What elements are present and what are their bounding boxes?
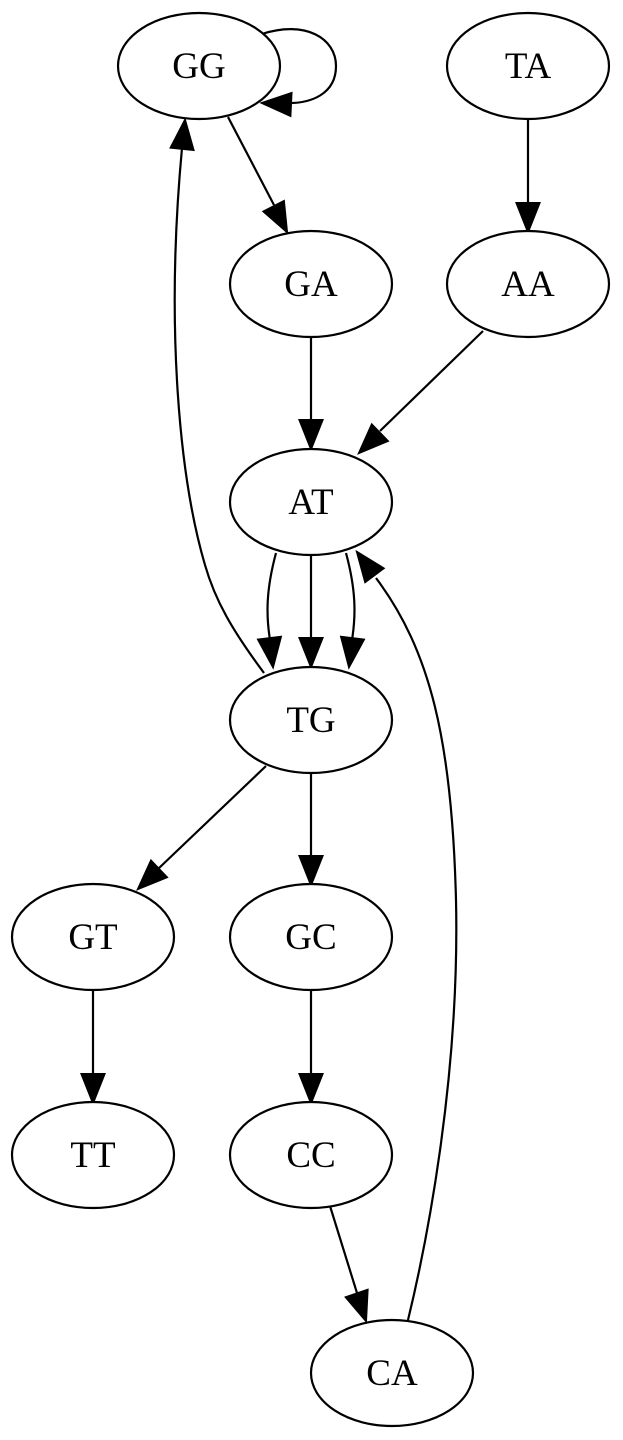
- edge-line: [261, 28, 338, 105]
- node-label: TT: [70, 1135, 115, 1176]
- node-ellipse: [228, 229, 394, 339]
- node-gg: GG: [116, 11, 282, 121]
- edges-layer: [80, 28, 541, 1324]
- edge-line: [344, 552, 356, 641]
- edge-gg-to-gg: [259, 28, 338, 118]
- node-cc: CC: [228, 1100, 394, 1210]
- node-ellipse: [10, 1100, 176, 1210]
- edge-ca-to-at: [355, 549, 458, 1321]
- node-label: CA: [366, 1353, 418, 1394]
- edge-gg-to-ga: [227, 116, 289, 235]
- node-label: CC: [286, 1135, 335, 1176]
- edge-at-to-tg: [339, 552, 366, 670]
- node-ta: TA: [445, 11, 611, 121]
- node-ellipse: [228, 665, 394, 775]
- edge-at-to-tg: [298, 556, 324, 670]
- node-label: AT: [288, 482, 333, 523]
- node-aa: AA: [445, 229, 611, 339]
- nodes-layer: GG TA GA AA AT TG GT GC TT CC CA: [10, 11, 611, 1428]
- arrowhead: [515, 202, 541, 235]
- edge-gt-to-tt: [80, 991, 106, 1106]
- node-tg: TG: [228, 665, 394, 775]
- arrowhead: [298, 419, 324, 452]
- edge-cc-to-ca: [328, 1205, 369, 1324]
- edge-ta-to-aa: [515, 119, 541, 235]
- arrowhead: [256, 635, 283, 670]
- edge-line: [379, 330, 484, 432]
- node-ellipse: [10, 882, 176, 992]
- arrowhead: [259, 91, 293, 118]
- arrowhead: [344, 1288, 369, 1324]
- node-label: AA: [501, 264, 555, 305]
- node-label: GT: [68, 917, 117, 958]
- node-gc: GC: [228, 882, 394, 992]
- arrowhead: [80, 1073, 106, 1106]
- arrowhead: [339, 635, 366, 670]
- arrowhead: [357, 422, 390, 455]
- edge-line: [173, 147, 265, 674]
- node-ellipse: [228, 1100, 394, 1210]
- edge-line: [375, 577, 458, 1321]
- arrowhead: [298, 1073, 324, 1106]
- node-ellipse: [445, 229, 611, 339]
- edge-line: [328, 1205, 359, 1294]
- arrowhead: [298, 855, 324, 888]
- arrowhead: [261, 199, 289, 235]
- node-label: GA: [284, 264, 338, 305]
- node-label: TG: [286, 700, 335, 741]
- arrowhead: [298, 637, 324, 670]
- node-at: AT: [228, 447, 394, 557]
- node-ellipse: [228, 882, 394, 992]
- arrowhead: [355, 549, 386, 584]
- arrowhead: [136, 858, 169, 891]
- edge-aa-to-at: [357, 330, 484, 455]
- edge-tg-to-gt: [136, 765, 267, 891]
- edge-tg-to-gg: [169, 117, 265, 674]
- edge-line: [157, 765, 267, 870]
- node-ga: GA: [228, 229, 394, 339]
- node-label: TA: [505, 46, 552, 87]
- node-tt: TT: [10, 1100, 176, 1210]
- node-ellipse: [445, 11, 611, 121]
- node-label: GC: [285, 917, 336, 958]
- edge-tg-to-gc: [298, 774, 324, 888]
- node-label: GG: [172, 46, 225, 87]
- edge-at-to-tg: [256, 552, 283, 670]
- node-gt: GT: [10, 882, 176, 992]
- node-ellipse: [309, 1318, 475, 1428]
- edge-line: [227, 116, 275, 206]
- node-ellipse: [228, 447, 394, 557]
- edge-ga-to-at: [298, 338, 324, 452]
- arrowhead: [169, 117, 195, 152]
- node-ca: CA: [309, 1318, 475, 1428]
- edge-gc-to-cc: [298, 991, 324, 1106]
- node-ellipse: [116, 11, 282, 121]
- edge-line: [266, 552, 278, 641]
